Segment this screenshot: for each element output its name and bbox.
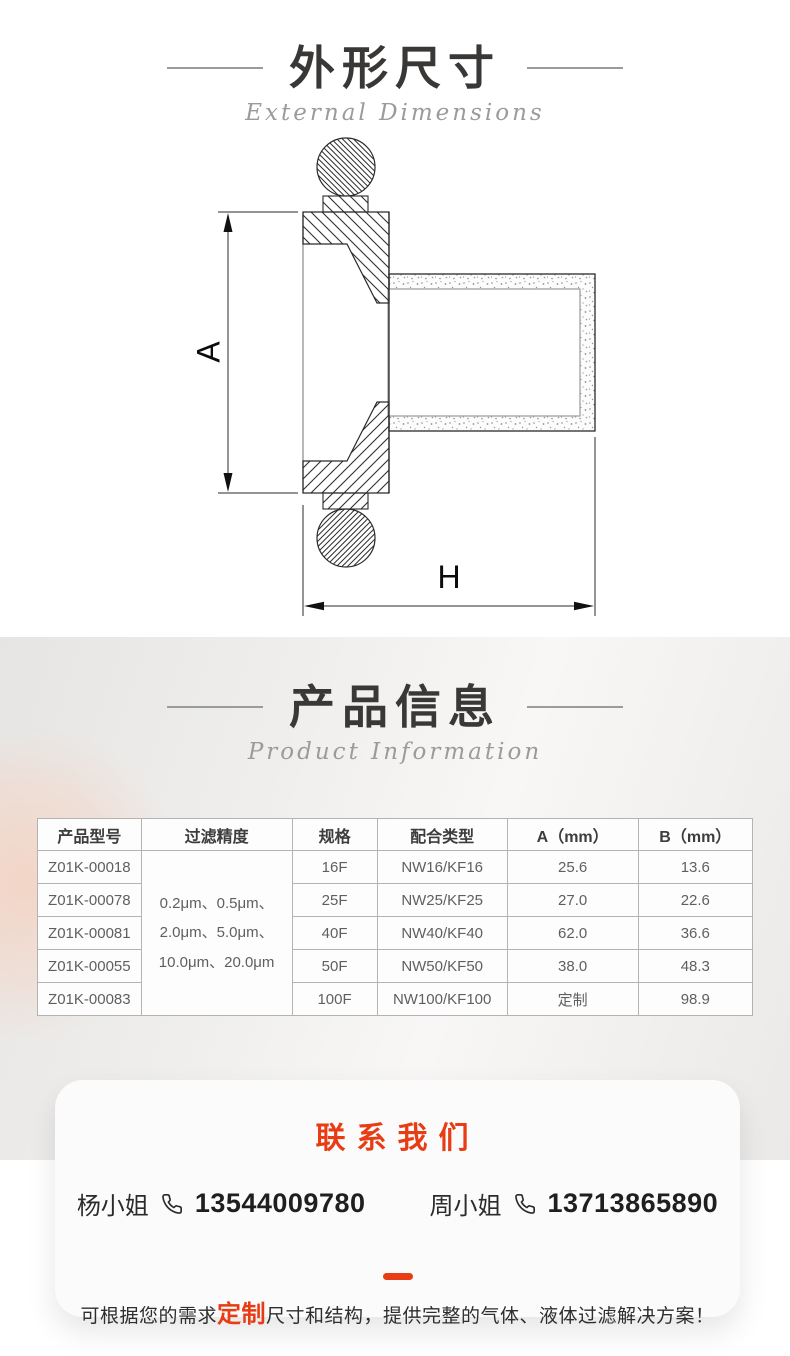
header-model: 产品型号 — [37, 818, 142, 851]
cell-a: 25.6 — [506, 850, 639, 884]
section-title: 外形尺寸 — [289, 42, 501, 94]
flange-bottom-half — [302, 401, 390, 568]
contact-zhou: 周小姐 13713865890 — [430, 1186, 719, 1221]
product-information-section: 产品信息 Product Information 产品型号 过滤精度 规格 配合… — [0, 637, 790, 1160]
cell-b: 48.3 — [637, 949, 754, 983]
cell-type: NW16/KF16 — [376, 850, 508, 884]
contact-name: 杨小姐 — [76, 1193, 149, 1220]
arrow-down — [223, 473, 233, 492]
flange-ring — [302, 211, 390, 304]
contact-row: 杨小姐 13544009780 周小姐 13713865890 — [55, 1186, 740, 1221]
section-header: 外形尺寸 External Dimensions — [0, 0, 790, 126]
phone-icon — [161, 1193, 183, 1215]
external-dimensions-section: 外形尺寸 External Dimensions — [0, 0, 790, 637]
cell-b: 13.6 — [637, 850, 754, 884]
cell-a: 38.0 — [506, 949, 639, 983]
flange-top-half — [302, 137, 390, 304]
flange-cross-section-diagram: A H — [190, 137, 596, 616]
section-subtitle: External Dimensions — [245, 99, 545, 126]
cell-b: 36.6 — [637, 916, 754, 950]
table-row: Z01K-00078 25F NW25/KF25 27.0 22.6 — [37, 883, 754, 917]
cell-spec: 25F — [291, 883, 378, 917]
cell-type: NW40/KF40 — [376, 916, 508, 950]
flange-boss — [322, 195, 369, 213]
cell-spec: 100F — [291, 982, 378, 1016]
cell-a: 定制 — [506, 982, 639, 1016]
section-title: 产品信息 — [289, 681, 501, 733]
header-b: B（mm） — [637, 818, 754, 851]
section-subtitle: Product Information — [247, 738, 543, 765]
arrow-up — [223, 213, 233, 232]
cell-model: Z01K-00083 — [37, 982, 142, 1016]
title-rule-left — [167, 67, 263, 70]
table-row: Z01K-00083 100F NW100/KF100 定制 98.9 — [37, 982, 754, 1016]
dimension-a — [218, 211, 298, 494]
note-suffix: 尺寸和结构，提供完整的气体、液体过滤解决方案！ — [266, 1306, 715, 1327]
product-spec-table: 产品型号 过滤精度 规格 配合类型 A（mm） B（mm） Z01K-00018… — [37, 818, 754, 1016]
cell-type: NW50/KF50 — [376, 949, 508, 983]
cell-type: NW100/KF100 — [376, 982, 508, 1016]
cell-model: Z01K-00081 — [37, 916, 142, 950]
note-prefix: 可根据您的需求 — [80, 1306, 217, 1327]
table-row: Z01K-00018 0.2μm、0.5μm、 2.0μm、5.0μm、 10.… — [37, 850, 754, 1016]
header-precision: 过滤精度 — [140, 818, 293, 851]
cell-spec: 16F — [291, 850, 378, 884]
red-divider — [382, 1273, 413, 1280]
title-rule-right — [527, 67, 623, 70]
table-header-row: 产品型号 过滤精度 规格 配合类型 A（mm） B（mm） — [37, 818, 754, 851]
arrow-right — [574, 601, 594, 611]
contact-phone-number: 13713865890 — [547, 1188, 719, 1218]
table-row: Z01K-00055 50F NW50/KF50 38.0 48.3 — [37, 949, 754, 983]
cell-spec: 40F — [291, 916, 378, 950]
o-ring — [316, 137, 376, 197]
header-type: 配合类型 — [376, 818, 508, 851]
title-rule-left — [167, 706, 263, 709]
cell-b: 22.6 — [637, 883, 754, 917]
dimension-h-label: H — [437, 559, 460, 595]
header-spec: 规格 — [291, 818, 378, 851]
cell-precision: 0.2μm、0.5μm、 2.0μm、5.0μm、 10.0μm、20.0μm — [140, 850, 293, 1016]
filter-tube — [387, 273, 596, 432]
cell-model: Z01K-00018 — [37, 850, 142, 884]
phone-icon — [514, 1193, 536, 1215]
cell-model: Z01K-00078 — [37, 883, 142, 917]
contact-name: 周小姐 — [429, 1193, 502, 1220]
dimension-h — [302, 437, 596, 616]
section-header: 产品信息 Product Information — [0, 637, 790, 765]
cell-b: 98.9 — [637, 982, 754, 1016]
arrow-left — [304, 601, 324, 611]
cell-type: NW25/KF25 — [376, 883, 508, 917]
contact-title: 联系我们 — [315, 1122, 480, 1155]
header-a: A（mm） — [506, 818, 639, 851]
dimension-a-label: A — [190, 341, 226, 363]
note-highlight: 定制 — [217, 1301, 266, 1328]
contact-phone-number: 13544009780 — [194, 1188, 366, 1218]
cell-a: 62.0 — [506, 916, 639, 950]
contact-yang: 杨小姐 13544009780 — [77, 1186, 366, 1221]
contact-card: 联系我们 杨小姐 13544009780 周小姐 13713865890 可根据… — [55, 1080, 740, 1328]
customization-note: 可根据您的需求定制尺寸和结构，提供完整的气体、液体过滤解决方案！ — [55, 1294, 740, 1329]
cell-model: Z01K-00055 — [37, 949, 142, 983]
cell-spec: 50F — [291, 949, 378, 983]
title-rule-right — [527, 706, 623, 709]
cell-a: 27.0 — [506, 883, 639, 917]
